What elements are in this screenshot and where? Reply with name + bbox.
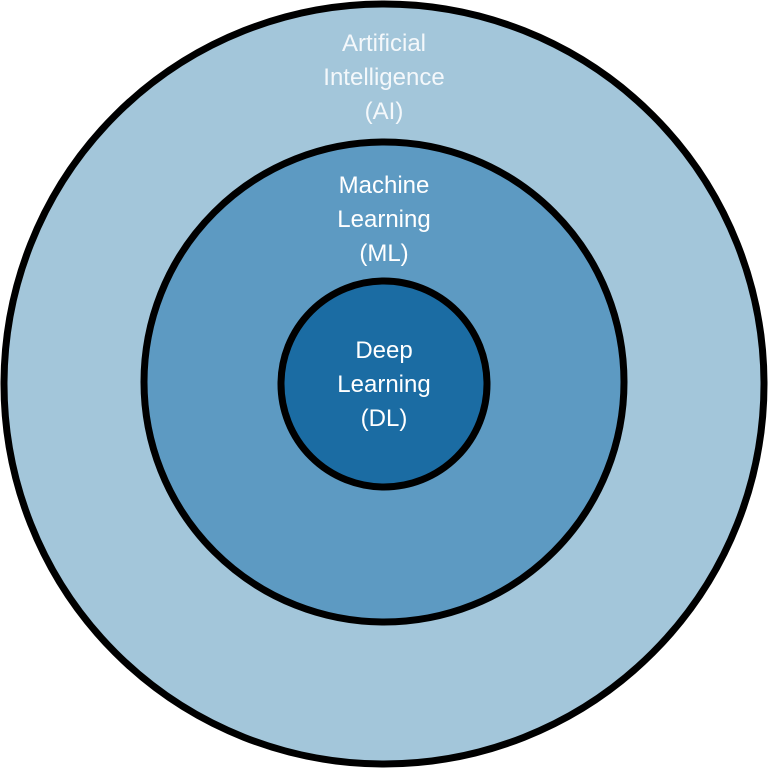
ml-label-line-3: (ML): [359, 240, 408, 267]
dl-circle: [277, 277, 491, 491]
ai-label-line-2: Intelligence: [323, 64, 444, 91]
dl-label-line-1: Deep: [355, 337, 412, 364]
dl-label-line-2: Learning: [337, 371, 430, 398]
dl-label: Deep Learning (DL): [337, 337, 430, 432]
ml-label-line-1: Machine: [339, 172, 430, 199]
ml-label: Machine Learning (ML): [337, 172, 430, 267]
ai-label-line-3: (AI): [365, 98, 404, 125]
ai-label: Artificial Intelligence (AI): [323, 30, 444, 125]
dl-label-line-3: (DL): [361, 405, 408, 432]
ai-label-line-1: Artificial: [342, 30, 426, 57]
ml-label-line-2: Learning: [337, 206, 430, 233]
